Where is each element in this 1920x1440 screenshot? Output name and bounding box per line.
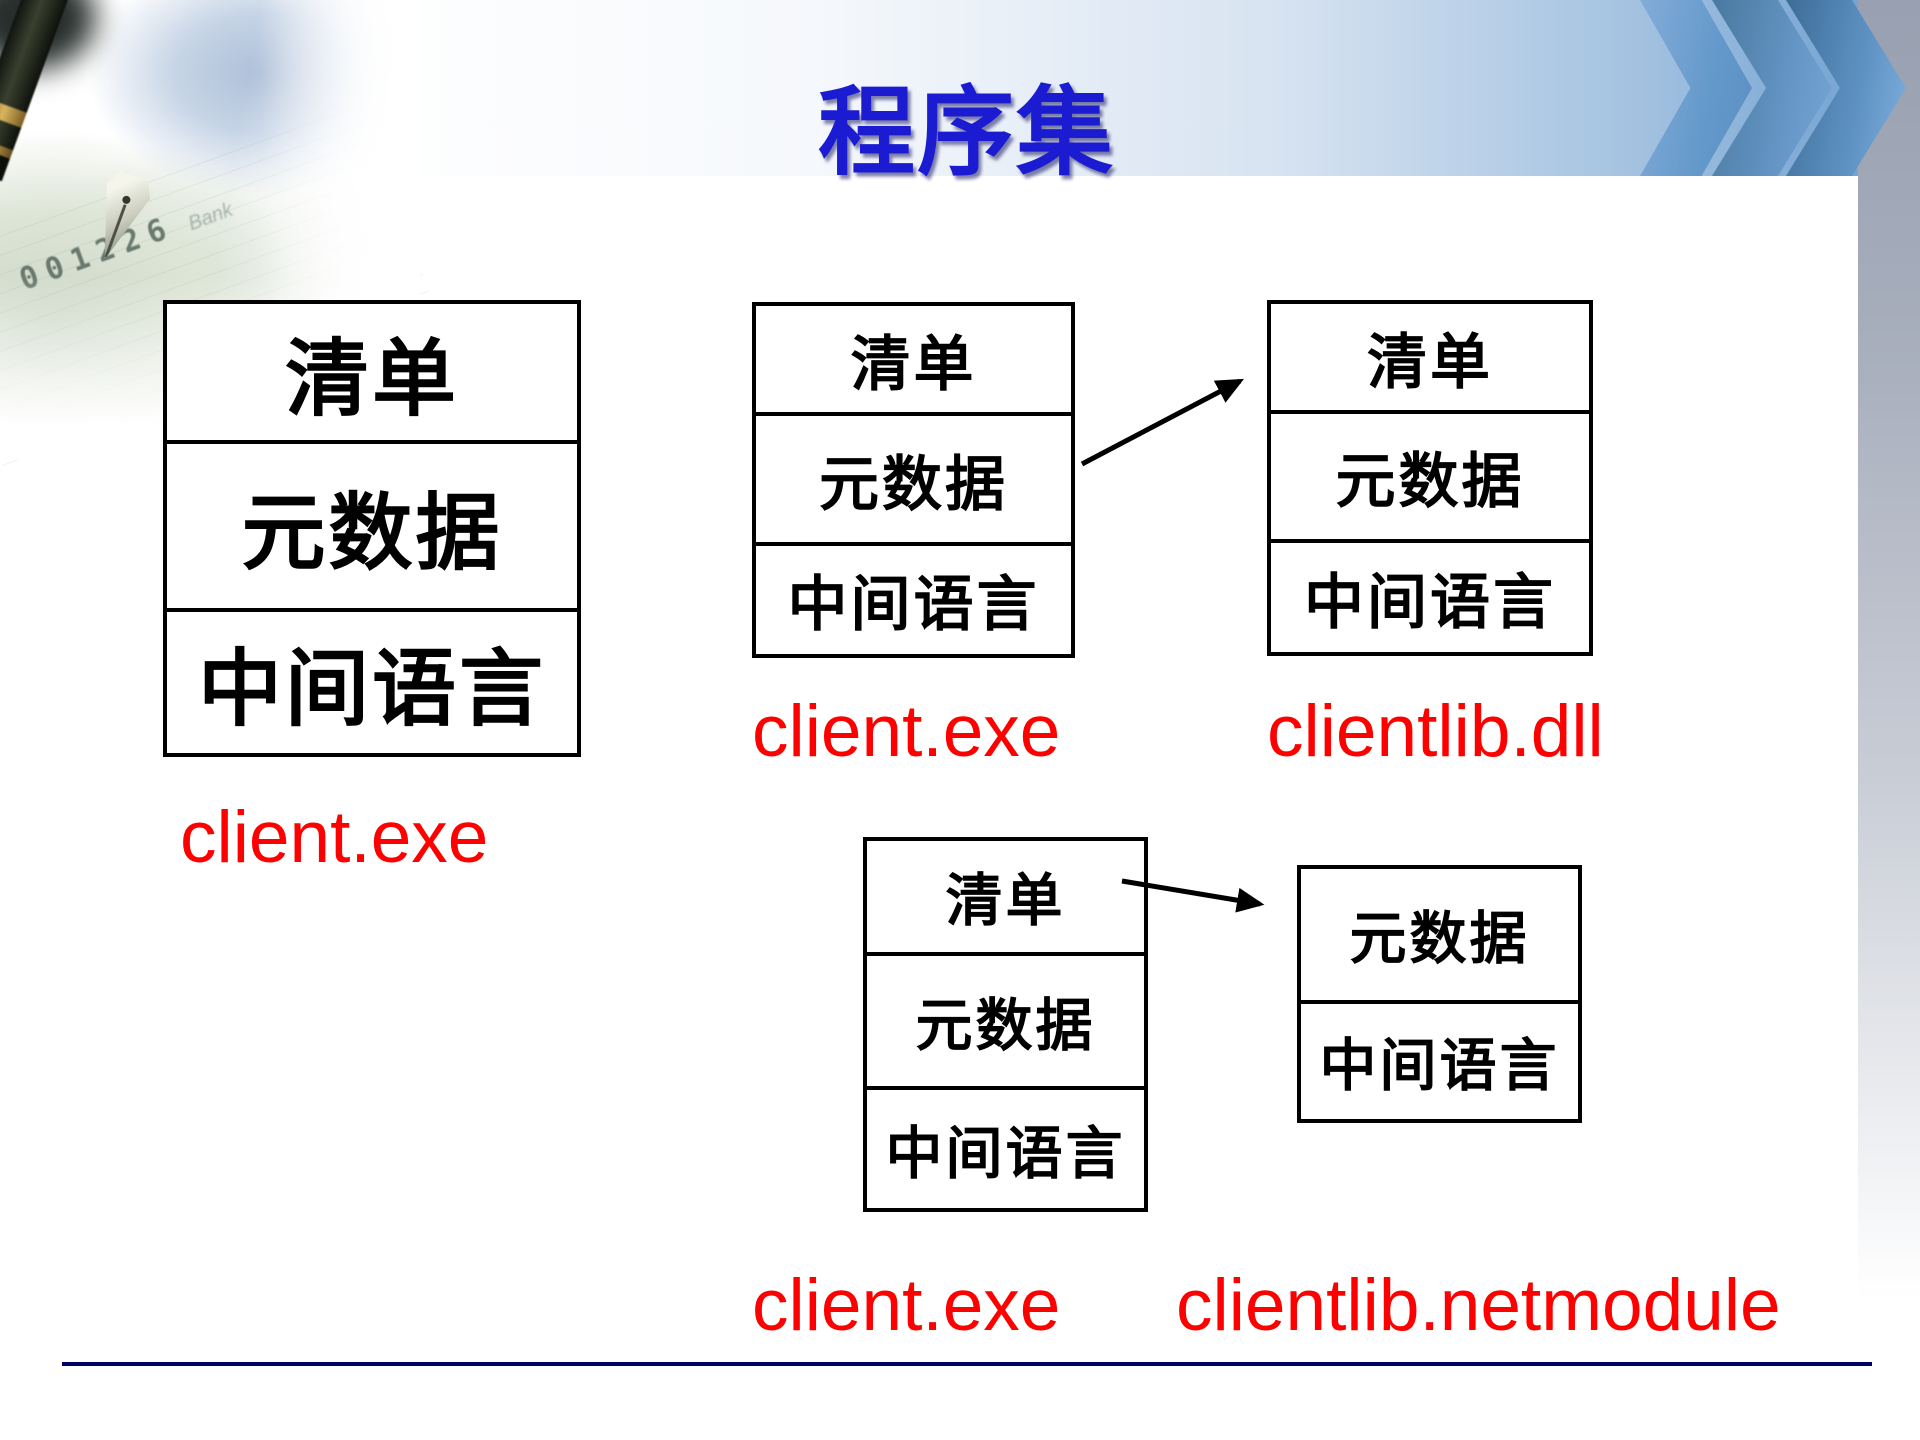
manifest-cell: 清单 xyxy=(1367,327,1493,398)
assembly-box-client-exe-single: 清单 元数据 中间语言 xyxy=(163,300,581,757)
il-cell: 中间语言 xyxy=(867,1086,1144,1208)
arrow-metadata-to-dll-icon xyxy=(1080,378,1244,467)
footer-divider-line xyxy=(62,1362,1872,1366)
file-label-clientlib-dll: clientlib.dll xyxy=(1267,691,1604,772)
right-gradient-strip xyxy=(1858,0,1920,1300)
page-title: 程序集 xyxy=(818,78,1115,187)
header-gradient-band xyxy=(330,0,1860,176)
file-label-clientlib-netmodule: clientlib.netmodule xyxy=(1176,1265,1781,1346)
manifest-cell: 清单 xyxy=(850,329,977,400)
metadata-cell: 元数据 xyxy=(1271,410,1589,539)
assembly-box-client-exe-bottom: 清单 元数据 中间语言 xyxy=(863,837,1148,1212)
il-cell: 中间语言 xyxy=(1271,539,1589,652)
metadata-cell: 元数据 xyxy=(756,412,1071,542)
il-cell: 中间语言 xyxy=(756,541,1071,654)
file-label-client-exe: client.exe xyxy=(752,691,1061,772)
il-cell: 中间语言 xyxy=(167,607,577,753)
metadata-cell: 元数据 xyxy=(867,951,1144,1086)
il-cell: 中间语言 xyxy=(1301,999,1578,1119)
arrow-manifest-to-netmodule-icon xyxy=(1121,878,1265,913)
assembly-box-client-exe-top: 清单 元数据 中间语言 xyxy=(752,302,1075,658)
manifest-cell: 清单 xyxy=(284,328,459,428)
manifest-cell: 清单 xyxy=(945,867,1066,935)
file-label-client-exe: client.exe xyxy=(752,1265,1061,1346)
assembly-box-clientlib-dll: 清单 元数据 中间语言 xyxy=(1267,300,1593,656)
file-label-client-exe: client.exe xyxy=(180,797,489,878)
metadata-cell: 元数据 xyxy=(1349,905,1530,973)
metadata-cell: 元数据 xyxy=(167,440,577,608)
module-box-clientlib-netmodule: 元数据 中间语言 xyxy=(1297,865,1582,1123)
